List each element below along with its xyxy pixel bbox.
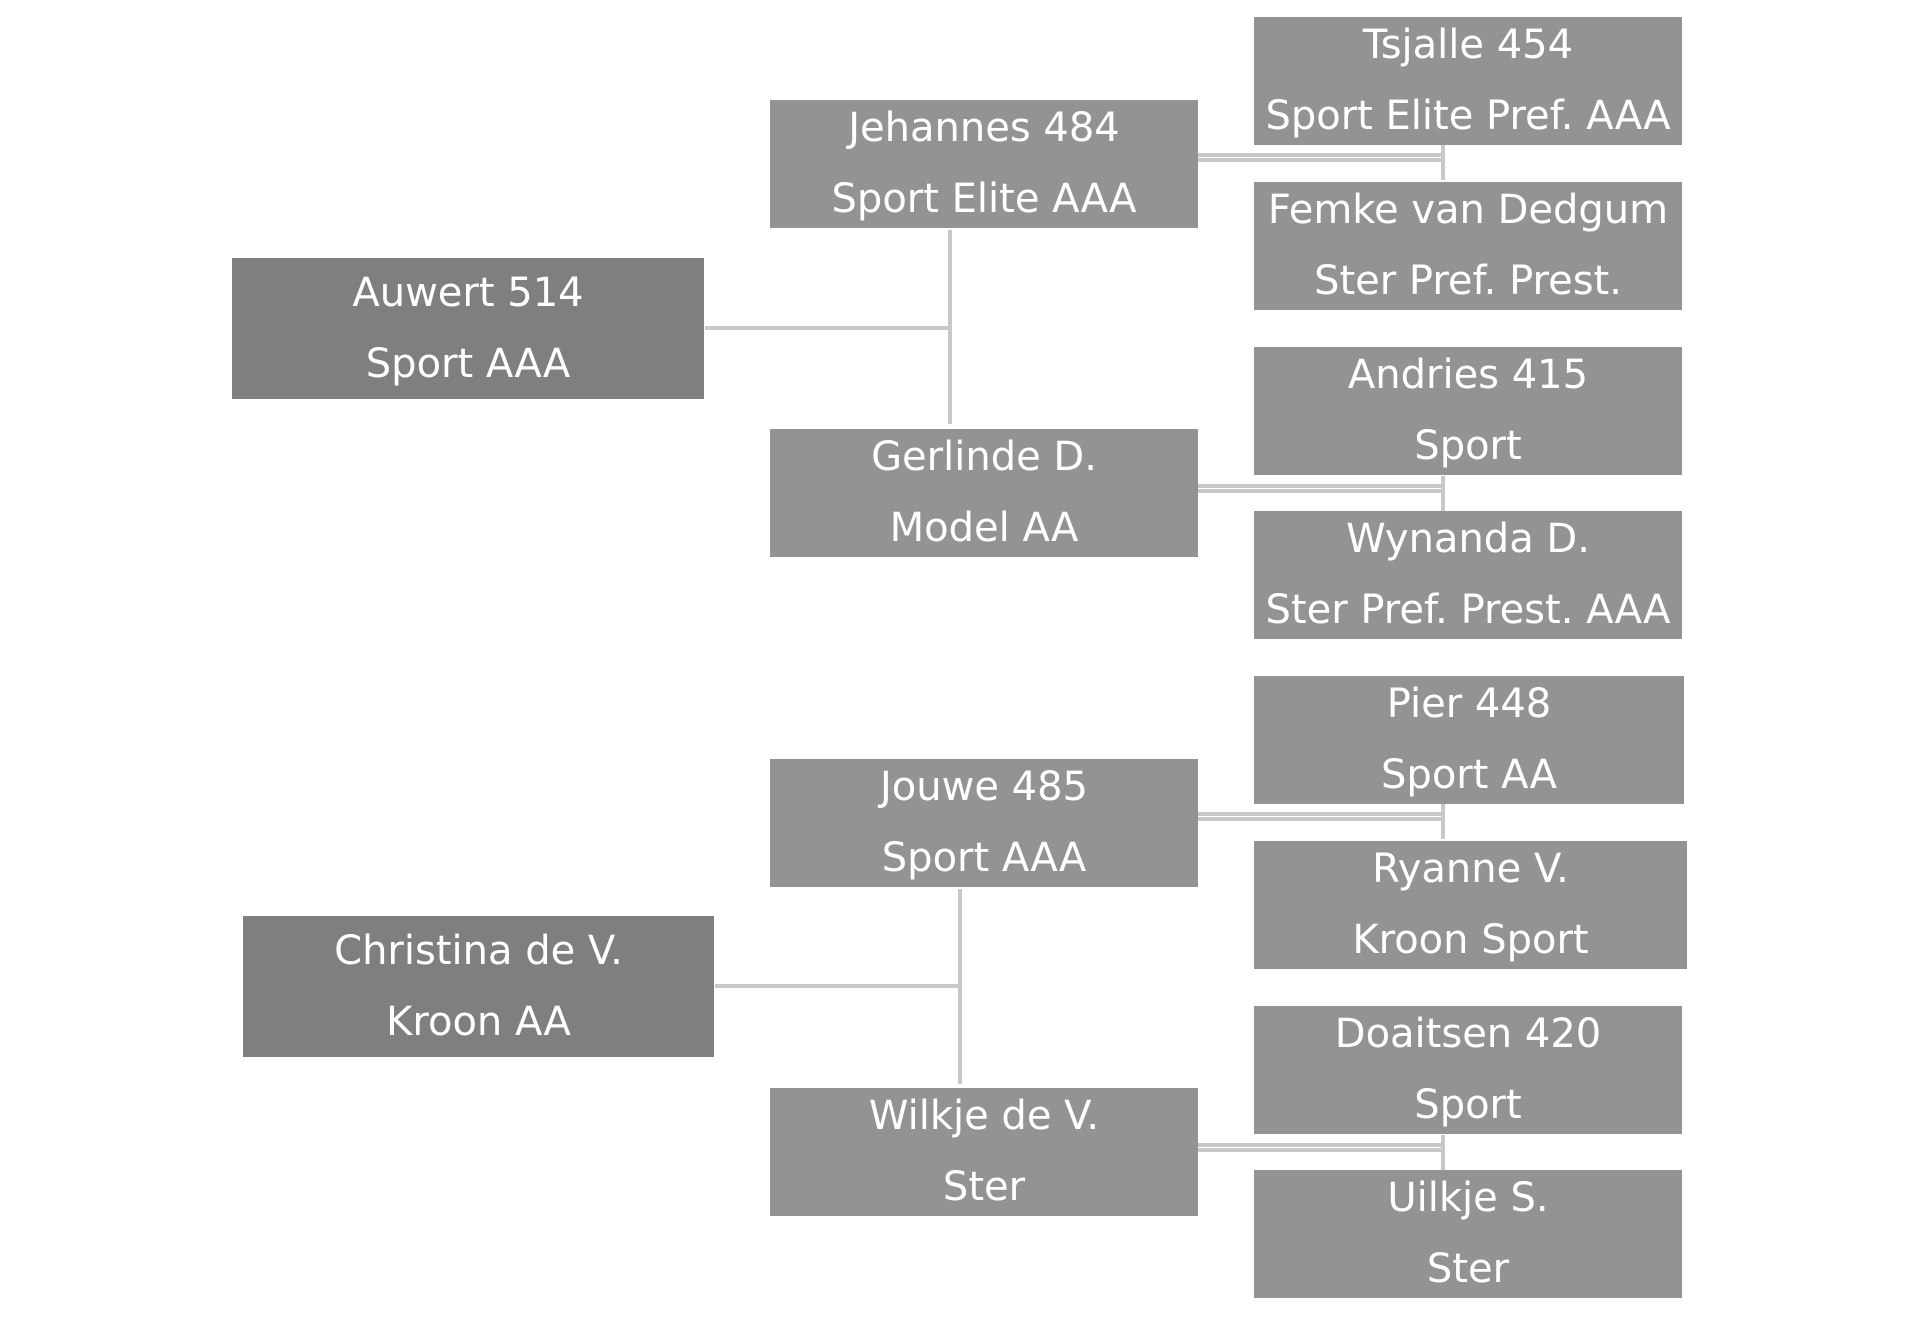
horse-predicate: Model AA (889, 505, 1079, 551)
horse-name: Wynanda D. (1346, 516, 1590, 562)
horse-predicate: Ster Pref. Prest. (1314, 258, 1622, 304)
horse-name: Jehannes 484 (848, 105, 1120, 151)
horse-name: Auwert 514 (352, 269, 584, 316)
horse-name: Femke van Dedgum (1267, 187, 1669, 233)
horse-predicate: Kroon Sport (1352, 917, 1589, 963)
horse-name: Christina de V. (334, 927, 623, 974)
horse-predicate: Sport AAA (881, 835, 1087, 881)
horse-box-root[interactable]: Christina de V. Kroon AA (243, 916, 714, 1057)
horse-name: Tsjalle 454 (1362, 22, 1574, 68)
horse-box-sire-dam[interactable]: Ryanne V. Kroon Sport (1254, 841, 1687, 969)
horse-name: Gerlinde D. (871, 434, 1097, 480)
horse-box-sire[interactable]: Jouwe 485 Sport AAA (770, 759, 1198, 887)
horse-predicate: Sport (1414, 1082, 1522, 1128)
horse-name: Wilkje de V. (868, 1093, 1100, 1139)
horse-predicate: Ster (1426, 1246, 1510, 1292)
horse-predicate: Ster Pref. Prest. AAA (1265, 587, 1671, 633)
horse-box-dam-dam[interactable]: Wynanda D. Ster Pref. Prest. AAA (1254, 511, 1682, 639)
horse-box-sire-dam[interactable]: Femke van Dedgum Ster Pref. Prest. (1254, 182, 1682, 310)
horse-name: Ryanne V. (1372, 846, 1569, 892)
horse-name: Andries 415 (1347, 352, 1589, 398)
horse-predicate: Sport AA (1381, 752, 1557, 798)
horse-predicate: Sport Elite Pref. AAA (1265, 93, 1671, 139)
horse-box-dam-dam[interactable]: Uilkje S. Ster (1254, 1170, 1682, 1298)
connector-group (715, 804, 1445, 1170)
horse-name: Uilkje S. (1387, 1175, 1549, 1221)
horse-box-dam-sire[interactable]: Doaitsen 420 Sport (1254, 1006, 1682, 1134)
horse-name: Doaitsen 420 (1334, 1011, 1602, 1057)
horse-box-sire[interactable]: Jehannes 484 Sport Elite AAA (770, 100, 1198, 228)
horse-box-sire-sire[interactable]: Pier 448 Sport AA (1254, 676, 1684, 804)
horse-predicate: Ster (942, 1164, 1026, 1210)
horse-predicate: Sport Elite AAA (831, 176, 1137, 222)
horse-box-root[interactable]: Auwert 514 Sport AAA (232, 258, 704, 399)
horse-predicate: Sport AAA (365, 340, 571, 387)
horse-predicate: Sport (1414, 423, 1522, 469)
horse-name: Jouwe 485 (879, 764, 1088, 810)
horse-box-dam-sire[interactable]: Andries 415 Sport (1254, 347, 1682, 475)
horse-predicate: Kroon AA (386, 998, 571, 1045)
horse-box-sire-sire[interactable]: Tsjalle 454 Sport Elite Pref. AAA (1254, 17, 1682, 145)
connector-group (705, 145, 1445, 511)
horse-box-dam[interactable]: Wilkje de V. Ster (770, 1088, 1198, 1216)
horse-box-dam[interactable]: Gerlinde D. Model AA (770, 429, 1198, 557)
horse-name: Pier 448 (1386, 681, 1552, 727)
